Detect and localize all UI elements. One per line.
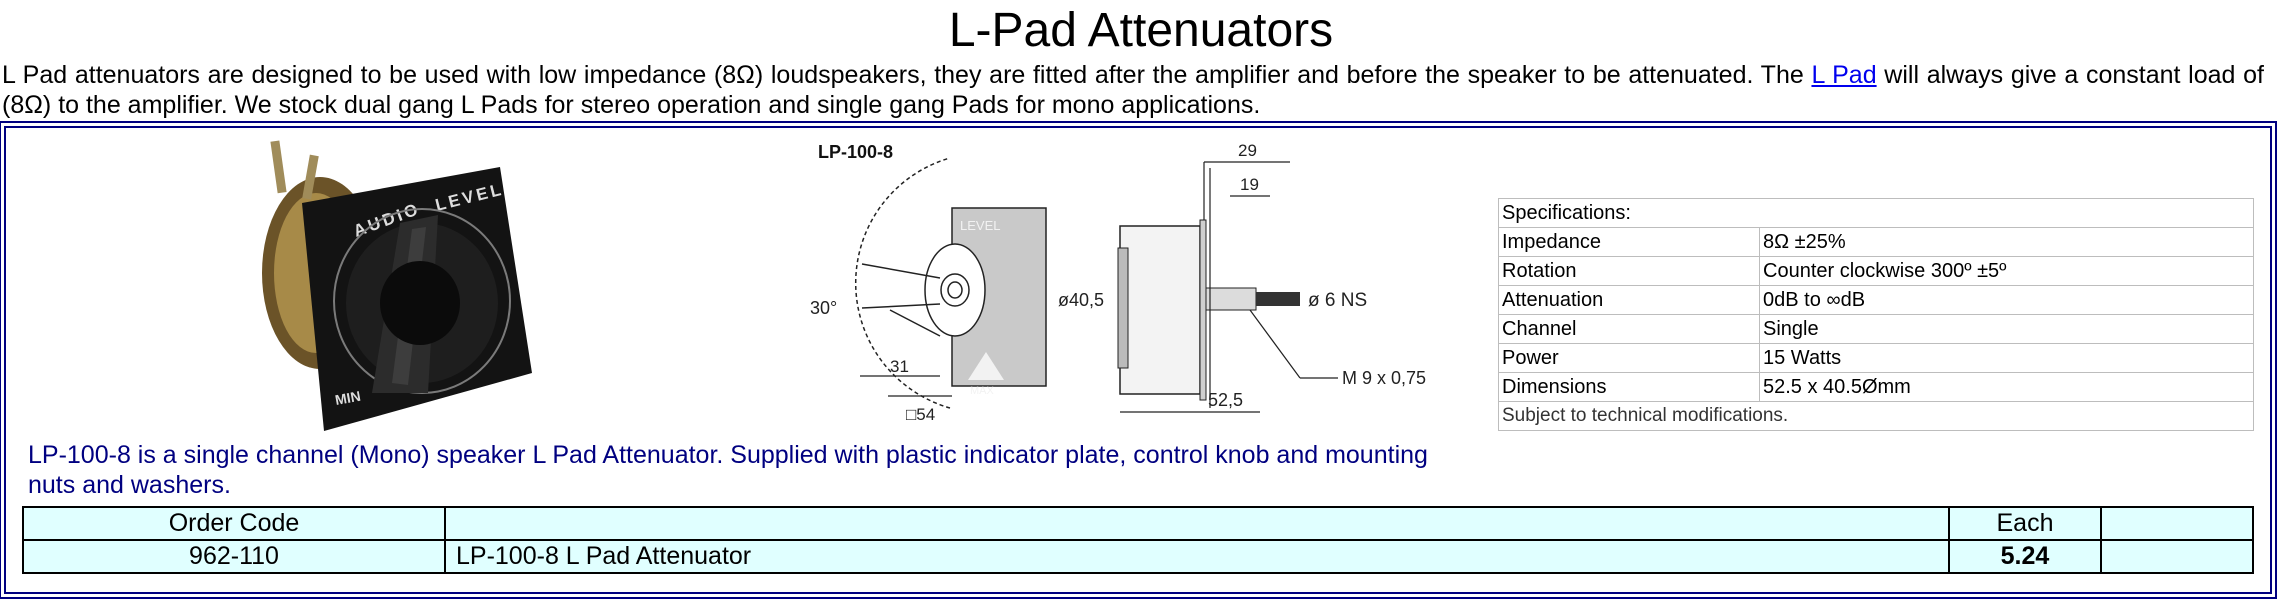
spec-value: 8Ω ±25% (1759, 227, 2254, 257)
spec-row: Channel Single (1498, 314, 2254, 344)
spec-value: Counter clockwise 300º ±5º (1759, 256, 2254, 286)
intro-paragraph: L Pad attenuators are designed to be use… (0, 60, 2266, 120)
spec-key: Attenuation (1498, 285, 1760, 315)
spec-row: Power 15 Watts (1498, 343, 2254, 373)
spec-value: 52.5 x 40.5Ømm (1759, 372, 2254, 402)
product-description: LP-100-8 is a single channel (Mono) spea… (28, 441, 1428, 499)
l-pad-link[interactable]: L Pad (1811, 61, 1877, 89)
drawing-dim-19: 19 (1240, 175, 1259, 194)
order-each-header: Each (1948, 506, 2102, 541)
intro-text-start: L Pad attenuators are designed to be use… (2, 61, 1812, 89)
intro-text-end: will always give a constant load of (8Ω)… (2, 61, 2264, 119)
specifications-table: Specifications: Impedance 8Ω ±25% Rotati… (1498, 198, 2254, 431)
specs-note: Subject to technical modifications. (1498, 401, 2254, 431)
spec-key: Dimensions (1498, 372, 1760, 402)
specs-note-row: Subject to technical modifications. (1498, 401, 2254, 431)
order-table: Order Code Each 962-110 LP-100-8 L Pad A… (22, 506, 2254, 574)
spec-row: Rotation Counter clockwise 300º ±5º (1498, 256, 2254, 286)
spec-key: Channel (1498, 314, 1760, 344)
drawing-max-text: MAX (970, 385, 995, 397)
technical-drawing: LP-100-8 LEVEL MAX 30° 31 □54 29 19 ø40,… (810, 141, 1426, 424)
order-code-header: Order Code (22, 506, 446, 541)
spec-value: 15 Watts (1759, 343, 2254, 373)
order-blank-header (2100, 506, 2254, 541)
drawing-dim-diameter: ø40,5 (1058, 290, 1104, 310)
order-row: 962-110 LP-100-8 L Pad Attenuator 5.24 (22, 539, 2254, 574)
drawing-dim-54: □54 (906, 405, 935, 424)
drawing-dim-31: 31 (890, 357, 909, 376)
photo-min-text: MIN (334, 388, 362, 408)
order-header-row: Order Code Each (22, 506, 2254, 541)
drawing-dim-29: 29 (1238, 141, 1257, 160)
drawing-dim-shaft: ø 6 NS (1308, 290, 1367, 311)
spec-key: Rotation (1498, 256, 1760, 286)
drawing-dim-52: 52,5 (1208, 390, 1243, 410)
order-price: 5.24 (1948, 539, 2102, 574)
order-description: LP-100-8 L Pad Attenuator (444, 539, 1950, 574)
specs-header: Specifications: (1498, 198, 2254, 228)
spec-row: Impedance 8Ω ±25% (1498, 227, 2254, 257)
specs-header-row: Specifications: (1498, 198, 2254, 228)
drawing-dim-thread: M 9 x 0,75 (1342, 368, 1426, 388)
spec-row: Attenuation 0dB to ∞dB (1498, 285, 2254, 315)
drawing-model-label: LP-100-8 (818, 142, 893, 162)
product-photo: AUDIO LEVEL MIN (262, 140, 532, 431)
spec-key: Impedance (1498, 227, 1760, 257)
spec-value: 0dB to ∞dB (1759, 285, 2254, 315)
drawing-angle-text: 30° (810, 298, 837, 318)
page-title: L-Pad Attenuators (948, 4, 1334, 57)
order-blank-cell (2100, 539, 2254, 574)
spec-row: Dimensions 52.5 x 40.5Ømm (1498, 372, 2254, 402)
order-code: 962-110 (22, 539, 446, 574)
spec-key: Power (1498, 343, 1760, 373)
spec-value: Single (1759, 314, 2254, 344)
drawing-level-text: LEVEL (960, 218, 1000, 233)
product-panel (0, 121, 2277, 599)
order-description-header (444, 506, 1950, 541)
